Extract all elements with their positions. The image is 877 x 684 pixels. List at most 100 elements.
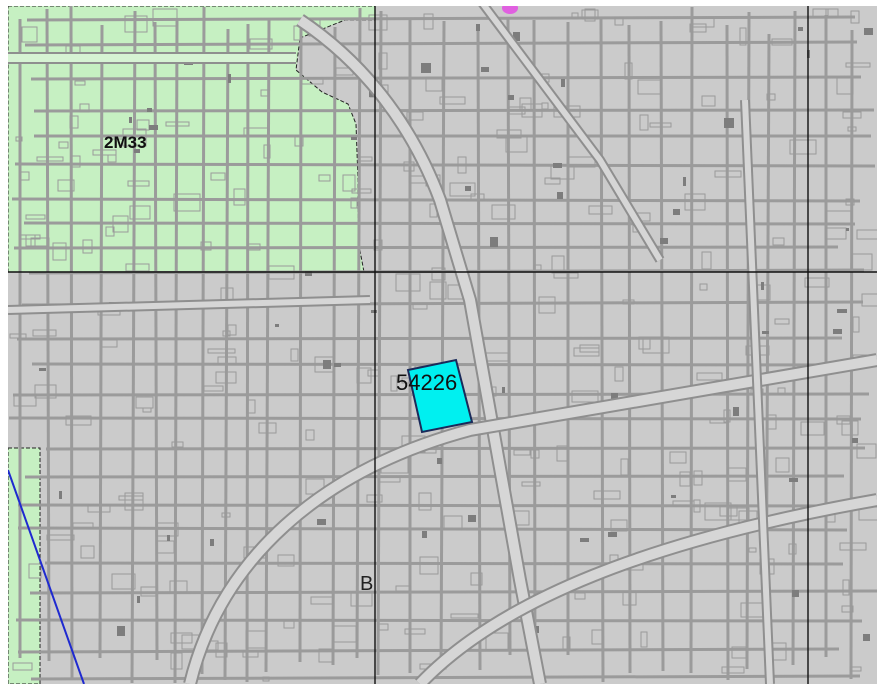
building-footprint [852,316,860,333]
building-footprint [246,243,261,251]
building-footprint [357,156,373,162]
building-footprint [318,174,331,182]
building-footprint [246,399,256,414]
building-footprint [847,126,857,132]
street-segment [245,23,250,683]
building-dark [864,28,873,35]
building-footprint [127,180,150,187]
building-footprint [155,540,175,554]
frame-top [0,0,877,6]
building-footprint [637,79,662,95]
building-footprint [245,630,267,649]
street-segment [30,75,862,81]
building-footprint [124,15,148,33]
building-footprint [679,471,691,487]
building-dark [761,282,764,290]
street-segment [223,28,230,681]
building-footprint [574,592,586,600]
building-dark [683,177,686,186]
building-footprint [550,165,575,180]
building-footprint [80,545,95,559]
major-roads [7,0,877,684]
building-footprint [856,443,877,459]
building-footprint [571,390,599,403]
street-segment [13,245,839,250]
building-footprint [377,476,401,483]
building-footprint [125,263,150,272]
building-dark [137,596,140,603]
building-footprint [423,13,434,30]
building-footprint [541,102,549,110]
street-segment [599,18,605,683]
street-segment [200,6,206,675]
building-dark [437,458,442,464]
building-footprint [439,96,466,105]
building-dark [317,519,326,525]
building-footprint [450,613,479,619]
building-footprint [508,106,526,115]
building-footprint [431,267,446,281]
building-footprint [129,205,151,220]
street-segment [24,474,845,479]
building-dark [733,407,739,416]
building-footprint [856,229,877,240]
building-footprint [649,122,672,128]
building-footprint [140,586,157,597]
building-footprint [318,648,334,663]
building-footprint [593,490,621,500]
building-footprint [723,409,731,423]
building-footprint [825,210,852,225]
building-footprint [850,253,873,271]
building-footprint [766,414,777,430]
street-segment [725,24,730,681]
building-dark [465,186,471,191]
street-segment [45,8,51,662]
street-segment [689,6,694,674]
building-footprint [368,14,388,31]
building-footprint [800,421,825,436]
building-dark [481,67,489,72]
road-ne-diag-inner [477,0,663,262]
building-dark [351,137,357,140]
building-footprint [12,662,33,671]
building-dark [660,238,668,244]
building-footprint [260,89,270,97]
building-footprint [567,156,596,168]
building-footprint [170,632,193,644]
building-dark [117,626,125,636]
building-dark [228,74,231,83]
building-footprint [449,182,476,197]
building-footprint [305,429,315,441]
building-footprint [491,204,516,220]
building-footprint [824,227,847,240]
building-footprint [640,631,648,648]
building-footprint [69,115,79,129]
building-footprint [111,573,136,590]
building-footprint [74,80,86,86]
building-footprint [521,481,541,487]
building-footprint [571,12,579,20]
building-footprint [65,415,92,426]
parcel-54226[interactable] [406,358,474,434]
street-segment [659,20,665,672]
building-footprint [221,512,231,518]
building-footprint [217,356,237,365]
building-footprint [624,62,633,80]
building-footprint [496,129,522,139]
building-footprint [614,366,624,382]
building-footprint [513,449,531,456]
building-footprint [242,650,259,658]
building-footprint [622,299,635,305]
building-footprint [373,239,383,251]
building-dark [561,79,565,87]
building-footprint [249,38,273,50]
boundary-line [7,469,85,684]
road-arc-bottom-inner [416,495,877,684]
building-footprint [378,623,389,631]
street-segment [98,24,104,659]
building-footprint [170,652,183,670]
building-footprint [200,241,212,251]
building-footprint [610,519,628,532]
building-footprint [470,572,483,586]
